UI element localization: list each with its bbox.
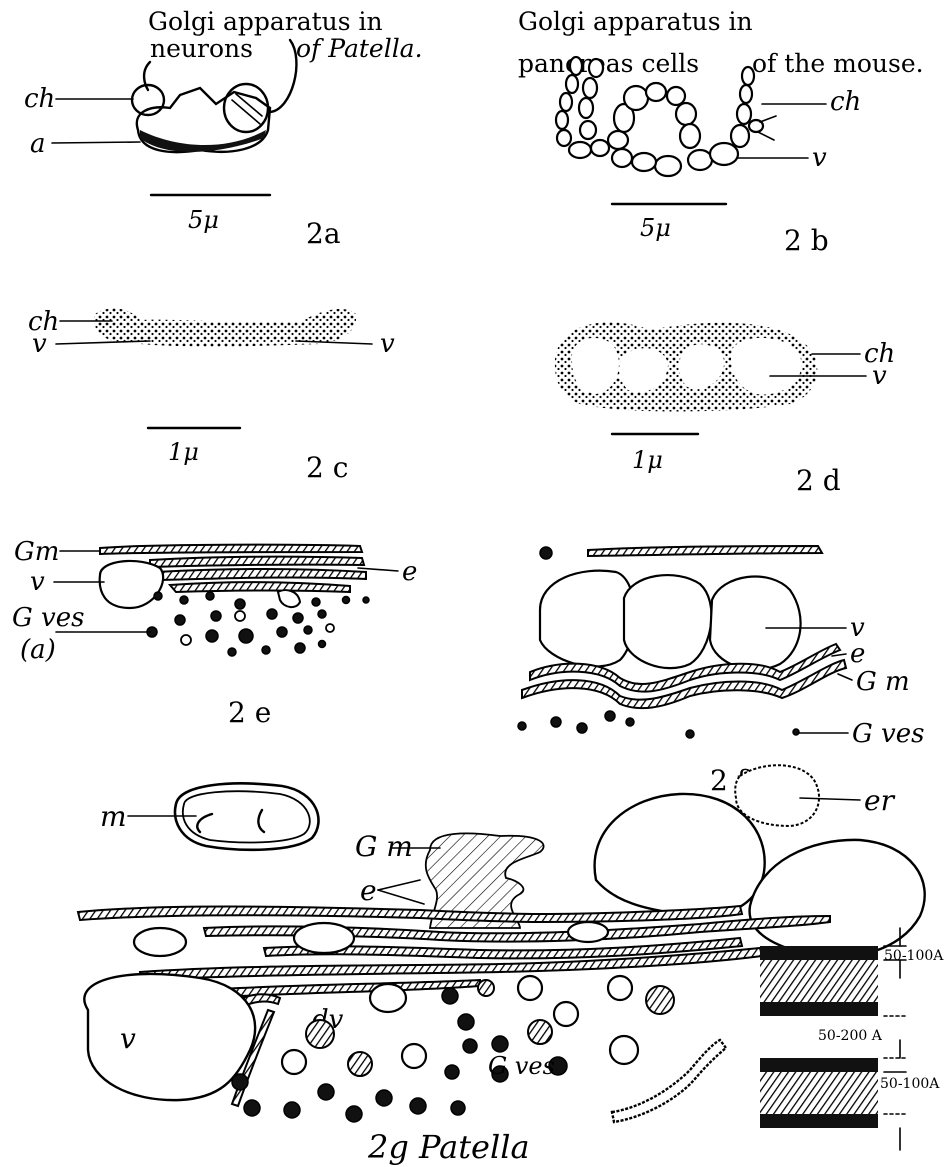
label-2g-v: v [120, 1022, 136, 1055]
golgi-dotted-2d [555, 322, 817, 411]
mitochondrion-2g [175, 783, 318, 849]
panel-2b-title-pancreas: pancreas cells [518, 49, 699, 78]
golgi-vacuole-2g-1 [595, 794, 765, 917]
golgi-cisterna-2f-top [588, 546, 822, 556]
golgi-vesicles-2g [232, 976, 674, 1122]
caption-2a: 2a [306, 217, 341, 250]
label-2a-ch: ch [24, 84, 55, 114]
panel-2a-pointer-right [270, 40, 296, 112]
leader-2g-e-2 [378, 890, 424, 904]
golgi-sac-2g-1 [134, 928, 186, 956]
panel-2b-title-line1: Golgi apparatus in [518, 7, 753, 36]
caption-2c: 2 c [306, 451, 348, 484]
caption-2g: 2g Patella [367, 1128, 530, 1166]
golgi-sac-2g-3 [568, 922, 608, 942]
label-2g-gm: G m [355, 830, 413, 863]
panel-2f: v e G m G ves 2 f [518, 546, 924, 797]
label-2f-gm: G m [856, 667, 910, 697]
label-2f-gves: G ves [852, 719, 924, 749]
label-2g-m: m [100, 800, 127, 833]
label-2b-v: v [812, 143, 827, 173]
label-2b-ch: ch [830, 87, 861, 117]
panel-2a-title-neurons: neurons [150, 34, 253, 63]
label-2g-gves: G ves [488, 1052, 555, 1080]
panel-2b: Golgi apparatus in pancreas cells of the… [518, 7, 924, 257]
label-2e-e: e [402, 557, 417, 587]
golgi-sac-2g-2 [294, 923, 354, 953]
panel-2b-title-mouse: of the mouse. [752, 49, 924, 78]
leader-2f-e [832, 654, 846, 656]
panel-2a: Golgi apparatus in neurons of Patella. c… [24, 7, 423, 250]
golgi-vesicle-2g-dv [370, 984, 406, 1012]
label-2a-a: a [30, 129, 46, 159]
label-2e-gves: G ves [12, 603, 84, 633]
panel-2a-title-line1: Golgi apparatus in [148, 7, 383, 36]
label-2e-a: (a) [20, 635, 56, 665]
panel-2d: ch v 1μ 2 d [555, 322, 895, 497]
golgi-cisterna-2e-2 [150, 557, 364, 567]
panel-2c: ch v v 1μ 2 c [28, 307, 395, 484]
label-2c-v-right: v [380, 329, 395, 359]
golgi-vesicle-2f-1 [540, 571, 635, 667]
panel-2a-title-patella: of Patella. [296, 34, 423, 63]
scale-2c: 1μ [168, 438, 199, 466]
caption-2e: 2 e [228, 696, 271, 729]
golgi-vacuole-2g-v [84, 974, 255, 1100]
er-vesicle-2g [735, 765, 819, 826]
golgi-vesicle-2f-top [540, 547, 552, 559]
scale-2a: 5μ [188, 206, 219, 234]
leader-2a-a [52, 142, 140, 143]
label-2g-er: er [864, 784, 896, 817]
golgi-bud-2e [278, 590, 300, 607]
golgi-cisterna-2e-1 [100, 545, 362, 554]
caption-2d: 2 d [796, 464, 841, 497]
leader-2f-gm [838, 674, 852, 680]
caption-2b: 2 b [784, 224, 829, 257]
panel-2g: m er G m e v dv [78, 765, 944, 1166]
label-2g-dim3: 50-100A [880, 1076, 940, 1092]
golgi-vacuole-2g-2 [750, 840, 925, 957]
scale-2b: 5μ [640, 214, 671, 242]
golgi-cisterna-2e-3 [156, 569, 366, 580]
label-2e-gm: Gm [14, 537, 59, 567]
golgi-vesicle-2e-v [100, 561, 163, 608]
leader-2e-e [358, 568, 398, 571]
golgi-vesicle-2f-2 [624, 575, 711, 668]
panel-2e: Gm v e G ves (a) 2 e [12, 537, 417, 729]
golgi-vesicle-2f-v [710, 577, 801, 670]
label-2g-dim1: 50-100A [884, 948, 944, 964]
golgi-cisterna-2e-4 [170, 582, 350, 592]
label-2e-v: v [30, 567, 45, 597]
leader-2g-e-1 [378, 880, 420, 890]
golgi-cisterna-2g-1 [78, 906, 742, 922]
golgi-vesicles-2f [518, 711, 799, 738]
label-2g-dim2: 50-200 A [818, 1028, 883, 1044]
label-2g-e: e [360, 874, 377, 907]
scale-2d: 1μ [632, 446, 663, 474]
label-2d-v: v [872, 361, 887, 391]
golgi-vesicles-2e [147, 592, 369, 656]
label-2c-v-left: v [32, 329, 47, 359]
label-2f-e: e [850, 639, 865, 669]
